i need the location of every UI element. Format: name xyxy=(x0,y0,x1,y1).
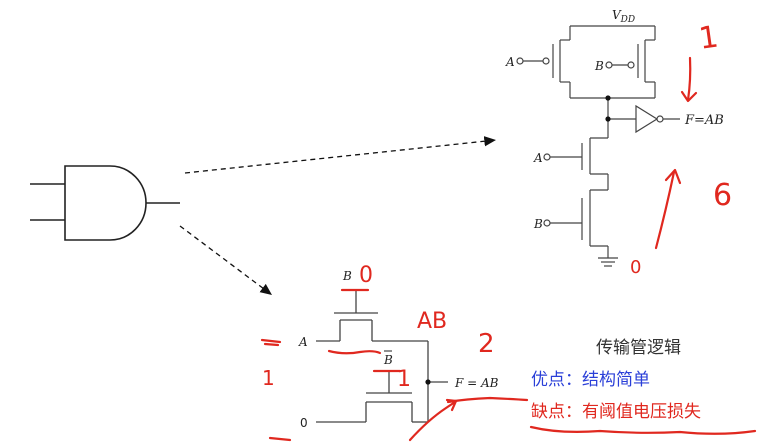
handwriting-strokes xyxy=(260,56,757,442)
svg-text:B: B xyxy=(383,353,393,367)
hand-zero-b: 0 xyxy=(359,263,373,288)
hand-zero-bottom: 0 xyxy=(630,257,641,278)
and-gate-symbol xyxy=(30,165,180,241)
inverter-bubble xyxy=(656,115,664,123)
cmos-input-a-top: A xyxy=(505,55,515,69)
nmos-b-bubble xyxy=(543,219,551,227)
pmos-b-gate-bubble xyxy=(627,61,635,69)
junction-dot xyxy=(605,95,611,101)
pass-input-a-label: A xyxy=(298,335,308,349)
pass-input-zero-label: 0 xyxy=(300,416,308,430)
arrow-to-cmos xyxy=(184,136,497,174)
cmos-input-b-bottom: B xyxy=(533,217,543,231)
vdd-label: VDD xyxy=(612,8,635,25)
pmos-a-gate-bubble xyxy=(542,57,550,65)
disadvantage-text: 缺点：有阈值电压损失 xyxy=(531,402,701,422)
hand-one-bbar: 1 xyxy=(397,367,411,392)
cmos-input-b-top: B xyxy=(594,59,604,73)
hand-one-top: 1 xyxy=(697,19,721,56)
advantage-text: 优点：结构简单 xyxy=(531,370,650,390)
cmos-and-circuit xyxy=(523,25,680,267)
pass-output-node xyxy=(425,379,431,385)
pass-gate-bbar-label: B xyxy=(383,350,393,367)
hand-two: 2 xyxy=(478,329,495,359)
junction-dot xyxy=(605,116,611,122)
cmos-output-label: F=AB xyxy=(684,113,724,128)
pmos-b-bubble xyxy=(605,61,613,69)
pass-output-label: F = AB xyxy=(454,376,499,390)
nmos-a-bubble xyxy=(543,153,551,161)
hand-one-left: 1 xyxy=(262,366,275,390)
notes-title: 传输管逻辑 xyxy=(596,338,681,358)
hand-ab: AB xyxy=(417,309,447,334)
pass-transistor-circuit xyxy=(316,290,448,423)
pass-gate-b-label: B xyxy=(342,269,352,283)
arrow-to-pass-transistor xyxy=(179,225,273,296)
cmos-input-a-bottom: A xyxy=(533,151,543,165)
hand-six: 6 xyxy=(713,178,732,213)
pmos-a-bubble xyxy=(516,57,524,65)
